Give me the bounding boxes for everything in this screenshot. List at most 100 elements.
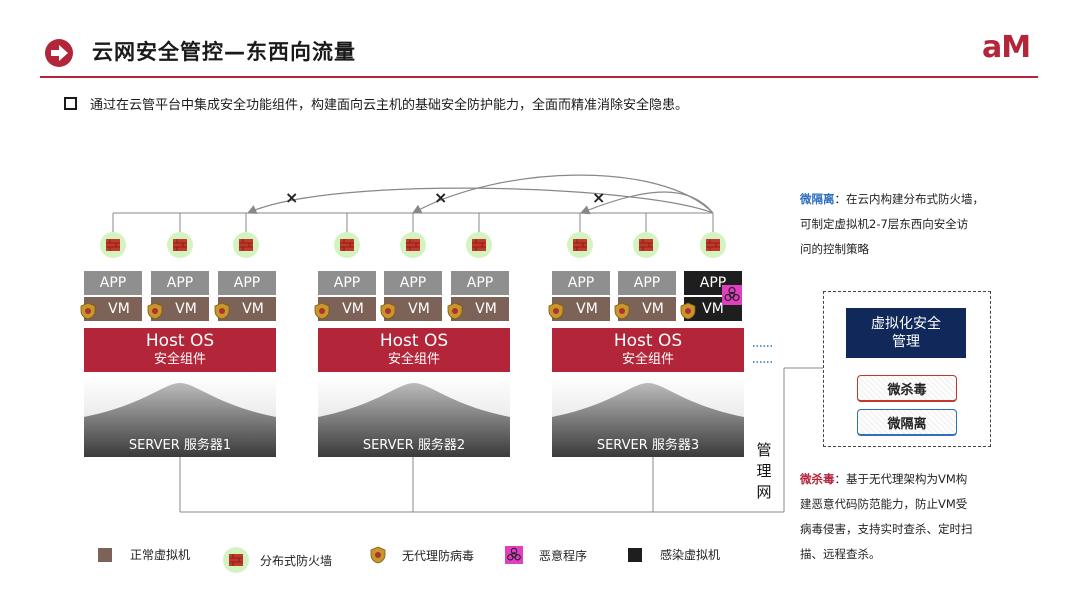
note-text: 可制定虚拟机2-7层东西向安全访 (800, 217, 969, 231)
shield-icon (314, 302, 330, 320)
legend-label: 分布式防火墙 (260, 553, 333, 568)
antivirus-module[interactable]: 微杀毒 (857, 375, 957, 402)
note-text: 建恶意代码防范能力，防止VM受 (800, 497, 968, 511)
bullet-square-icon (64, 97, 77, 110)
arrow-right-circle-icon (45, 39, 73, 67)
server-label: SERVER 服务器1 (128, 438, 232, 453)
security-component-label: 安全组件 (621, 352, 674, 367)
firewall-icon (223, 547, 249, 573)
intro-text: 通过在云管平台中集成安全功能组件，构建面向云主机的基础安全防护能力，全面而精准消… (90, 98, 689, 113)
microseg-module[interactable]: 微隔离 (857, 409, 957, 436)
shield-icon (680, 302, 696, 320)
blocked-mark: × (592, 188, 606, 207)
legend-firewall: 分布式防火墙 (222, 546, 332, 574)
firewall-icon (233, 232, 259, 258)
brand-logo: aM (982, 30, 1031, 65)
vm-box[interactable]: VM (318, 297, 376, 321)
mgmt-char: 理 (756, 462, 772, 480)
vm-label: VM (175, 301, 197, 317)
legend-label: 正常虚拟机 (130, 548, 191, 562)
app-box: APP (618, 271, 676, 295)
vm-label: VM (702, 301, 724, 317)
host-os-label: Host OS (613, 331, 683, 351)
infected-vm-swatch (628, 547, 642, 562)
shield-icon (370, 546, 386, 564)
note-text: 问的控制策略 (800, 242, 869, 256)
server-block: SERVER 服务器3 (552, 375, 744, 457)
vm-label: VM (475, 301, 497, 317)
mgmt-network-label: 管 理 网 (754, 440, 774, 503)
shield-icon (447, 302, 463, 320)
host-os-block: Host OS 安全组件 (84, 328, 276, 372)
firewall-icon (334, 232, 360, 258)
note-text: ：基于无代理架构为VM构 (834, 472, 968, 486)
biohazard-icon (505, 546, 523, 564)
mgmt-title-line: 虚拟化安全 (871, 316, 941, 332)
server-block: SERVER 服务器2 (318, 375, 510, 457)
shield-icon (548, 302, 564, 320)
normal-vm-swatch (98, 547, 112, 562)
vm-label: VM (576, 301, 598, 317)
microseg-note: 微隔离：在云内构建分布式防火墙， 可制定虚拟机2-7层东西向安全访 问的控制策略 (800, 187, 1040, 262)
blocked-mark: × (285, 188, 299, 207)
vm-label: VM (408, 301, 430, 317)
vm-label: VM (642, 301, 664, 317)
security-component-label: 安全组件 (387, 352, 440, 367)
mgmt-title: 虚拟化安全 管理 (846, 308, 966, 358)
firewall-icon (466, 232, 492, 258)
blocked-path-2 (411, 174, 714, 214)
mgmt-title-line: 管理 (892, 334, 920, 350)
header-divider (40, 76, 1038, 78)
security-component-label: 安全组件 (153, 352, 206, 367)
legend-infected-vm: 感染虚拟机 (628, 546, 720, 563)
biohazard-icon (722, 285, 742, 305)
app-box: APP (151, 271, 209, 295)
note-text: 描、远程查杀。 (800, 547, 881, 561)
app-box: APP (218, 271, 276, 295)
shield-icon (614, 302, 630, 320)
firewall-icon (700, 232, 726, 258)
legend-label: 感染虚拟机 (660, 548, 721, 562)
app-box: APP (451, 271, 509, 295)
host-os-label: Host OS (379, 331, 449, 351)
vm-box[interactable]: VM (218, 297, 276, 321)
host-os-block: Host OS 安全组件 (318, 328, 510, 372)
blocked-path-3 (579, 191, 714, 215)
shield-icon (80, 302, 96, 320)
legend-malware: 恶意程序 (505, 546, 587, 564)
server-block: SERVER 服务器1 (84, 375, 276, 457)
app-box: APP (84, 271, 142, 295)
mgmt-char: 网 (756, 483, 772, 501)
app-box: APP (384, 271, 442, 295)
firewall-icon (100, 232, 126, 258)
server-label: SERVER 服务器3 (596, 438, 700, 453)
blocked-mark: × (434, 188, 448, 207)
server-label: SERVER 服务器2 (362, 438, 466, 453)
firewall-icon (400, 232, 426, 258)
antivirus-note-title: 微杀毒 (800, 472, 835, 486)
vm-label: VM (108, 301, 130, 317)
vm-label: VM (242, 301, 264, 317)
vm-label: VM (342, 301, 364, 317)
host-os-label: Host OS (145, 331, 215, 351)
app-box: APP (318, 271, 376, 295)
legend-label: 恶意程序 (539, 548, 588, 563)
shield-icon (380, 302, 396, 320)
vm-box[interactable]: VM (384, 297, 442, 321)
microseg-note-title: 微隔离 (800, 192, 835, 206)
shield-icon (214, 302, 230, 320)
note-text: ：在云内构建分布式防火墙， (834, 192, 985, 206)
firewall-icon (567, 232, 593, 258)
note-text: 病毒侵害，支持实时查杀、定时扫 (800, 522, 973, 536)
page-title: 云网安全管控—东西向流量 (92, 40, 356, 64)
antivirus-note: 微杀毒：基于无代理架构为VM构 建恶意代码防范能力，防止VM受 病毒侵害，支持实… (800, 467, 1040, 567)
mgmt-char: 管 (756, 441, 772, 459)
app-box: APP (552, 271, 610, 295)
firewall-icon (167, 232, 193, 258)
shield-icon (147, 302, 163, 320)
legend-agentless: 无代理防病毒 (370, 546, 474, 564)
firewall-icon (633, 232, 659, 258)
vm-box[interactable]: VM (151, 297, 209, 321)
legend-label: 无代理防病毒 (402, 548, 475, 563)
